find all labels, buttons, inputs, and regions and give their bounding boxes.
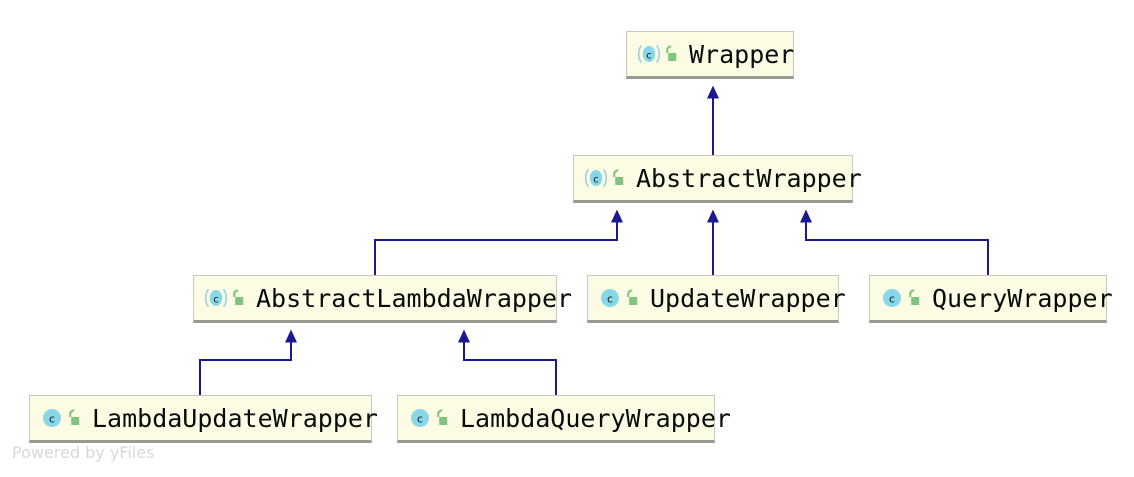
edge-querywrapper-to-abstractwrapper (800, 209, 989, 275)
abstract-class-icon: c (203, 287, 229, 309)
svg-text:c: c (593, 174, 599, 185)
edge-lambdaquerywrapper-to-abstractlambdawrapper (458, 329, 557, 395)
uml-node-label: QueryWrapper (932, 283, 1113, 313)
uml-node-label: AbstractWrapper (636, 163, 862, 193)
abstract-class-icon: c (636, 43, 662, 65)
svg-text:c: c (417, 412, 423, 425)
uml-node-query-wrapper[interactable]: c QueryWrapper (869, 275, 1113, 323)
public-unlocked-icon (610, 168, 626, 188)
public-unlocked-icon (66, 408, 82, 428)
uml-node-update-wrapper[interactable]: c UpdateWrapper (587, 275, 846, 323)
uml-node-label: AbstractLambdaWrapper (256, 283, 573, 313)
svg-text:c: c (213, 294, 219, 305)
uml-node-lambda-query-wrapper[interactable]: c LambdaQueryWrapper (397, 395, 731, 443)
public-unlocked-icon (230, 288, 246, 308)
public-unlocked-icon (906, 288, 922, 308)
uml-node-lambda-update-wrapper[interactable]: c LambdaUpdateWrapper (29, 395, 378, 443)
node-icon-group: c (597, 287, 640, 309)
public-unlocked-icon (624, 288, 640, 308)
uml-node-label: LambdaQueryWrapper (460, 403, 731, 433)
class-icon: c (407, 407, 433, 429)
node-icon-group: c (583, 167, 626, 189)
svg-text:c: c (607, 292, 613, 305)
edge-lambdaupdatewrapper-to-abstractlambdawrapper (199, 329, 297, 395)
svg-text:c: c (49, 412, 55, 425)
node-icon-group: c (407, 407, 450, 429)
class-icon: c (597, 287, 623, 309)
yfiles-watermark: Powered by yFiles (12, 443, 155, 462)
abstract-class-icon: c (583, 167, 609, 189)
uml-node-label: LambdaUpdateWrapper (92, 403, 378, 433)
class-icon: c (39, 407, 65, 429)
node-icon-group: c (636, 43, 679, 65)
svg-text:c: c (646, 50, 652, 61)
svg-text:c: c (889, 292, 895, 305)
edge-abstractlambdawrapper-to-abstractwrapper (374, 209, 623, 275)
uml-node-wrapper[interactable]: c Wrapper (626, 31, 794, 79)
uml-node-label: UpdateWrapper (650, 283, 846, 313)
node-icon-group: c (203, 287, 246, 309)
public-unlocked-icon (434, 408, 450, 428)
uml-node-label: Wrapper (689, 39, 795, 69)
class-icon: c (879, 287, 905, 309)
public-unlocked-icon (663, 44, 679, 64)
node-icon-group: c (879, 287, 922, 309)
generalization-edges (199, 85, 989, 395)
uml-node-abstract-wrapper[interactable]: c AbstractWrapper (573, 155, 862, 203)
node-icon-group: c (39, 407, 82, 429)
uml-node-abstract-lambda-wrapper[interactable]: c AbstractLambdaWrapper (193, 275, 572, 323)
